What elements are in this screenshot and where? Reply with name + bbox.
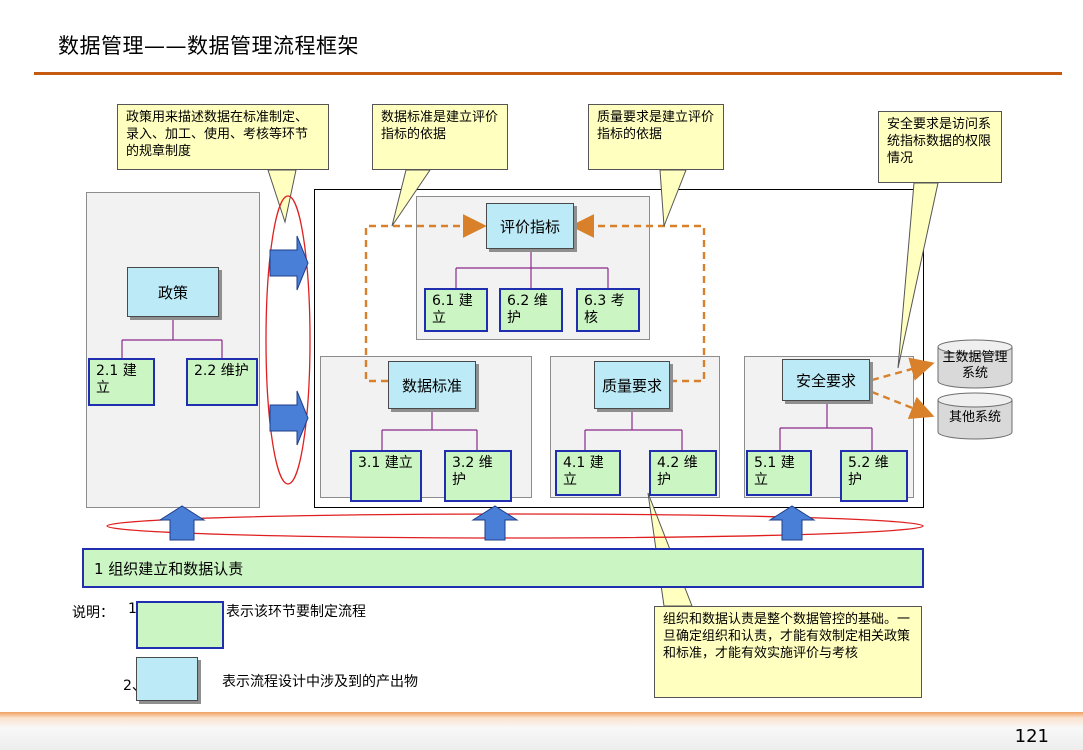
step-6-2: 6.2 维护 xyxy=(499,288,563,332)
policy-node: 政策 xyxy=(127,267,219,317)
page-title: 数据管理——数据管理流程框架 xyxy=(58,34,359,58)
legend-output-swatch xyxy=(136,657,198,701)
footer-band xyxy=(0,712,1083,750)
master-data-system: 主数据管理系统 xyxy=(942,350,1008,381)
other-system: 其他系统 xyxy=(948,410,1001,425)
step-3-1: 3.1 建立 xyxy=(350,450,422,502)
security-node: 安全要求 xyxy=(782,359,870,401)
standard-callout: 数据标准是建立评价指标的依据 xyxy=(372,104,508,170)
legend-item1-text: 表示该环节要制定流程 xyxy=(226,604,366,620)
step-6-1: 6.1 建立 xyxy=(424,288,488,332)
policy-callout: 政策用来描述数据在标准制定、录入、加工、使用、考核等环节的规章制度 xyxy=(117,104,329,170)
security-callout: 安全要求是访问系统指标数据的权限情况 xyxy=(878,111,1002,183)
title-rule xyxy=(34,72,1062,75)
step-4-2: 4.2 维护 xyxy=(649,450,717,496)
legend-item2-number: 2、 xyxy=(123,678,146,694)
policy-panel xyxy=(86,192,260,508)
legend-prefix: 说明： xyxy=(72,605,114,621)
page-number: 121 xyxy=(1014,726,1049,747)
step-2-1: 2.1 建立 xyxy=(88,358,155,406)
step-4-1: 4.1 建立 xyxy=(555,450,621,496)
legend-item2-text: 表示流程设计中涉及到的产出物 xyxy=(222,674,418,690)
org-callout: 组织和数据认责是整个数据管控的基础。一旦确定组织和认责，才能有效制定相关政策和标… xyxy=(654,606,922,698)
step-3-2: 3.2 维护 xyxy=(444,450,512,502)
step-2-2: 2.2 维护 xyxy=(186,358,258,406)
quality-node: 质量要求 xyxy=(594,361,670,409)
eval-index-node: 评价指标 xyxy=(486,203,574,249)
step-5-1: 5.1 建立 xyxy=(746,450,812,496)
legend-process-swatch xyxy=(136,601,224,649)
org-responsibility-bar: 1 组织建立和数据认责 xyxy=(82,548,924,588)
quality-callout: 质量要求是建立评价指标的依据 xyxy=(588,104,724,170)
step-6-3: 6.3 考核 xyxy=(576,288,640,332)
data-standard-node: 数据标准 xyxy=(388,361,476,409)
step-5-2: 5.2 维护 xyxy=(840,450,908,502)
